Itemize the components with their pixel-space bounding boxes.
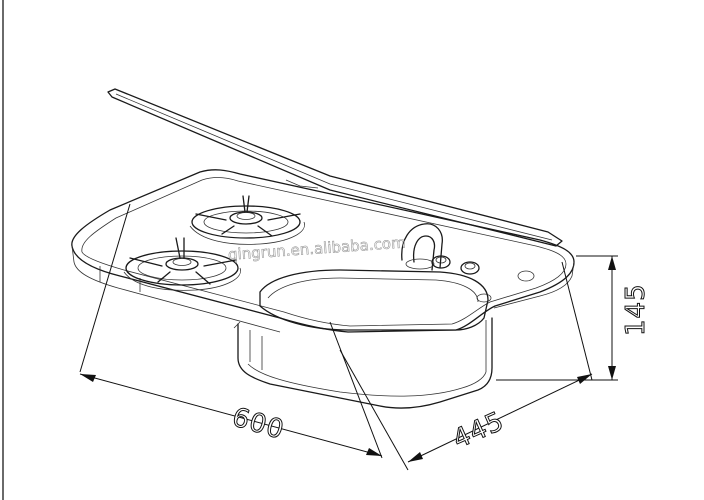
rear-burner [189,195,305,245]
control-knobs [431,255,535,303]
front-burner [123,237,241,291]
width-label: 600 [229,402,288,445]
faucet [401,223,443,271]
height-label: 145 [621,283,651,336]
sink-basin [233,269,493,409]
height-dimension [496,255,618,381]
width-dimension [79,203,383,459]
depth-dimension [339,261,593,471]
depth-label: 445 [449,406,509,455]
glass-lid [107,88,563,247]
